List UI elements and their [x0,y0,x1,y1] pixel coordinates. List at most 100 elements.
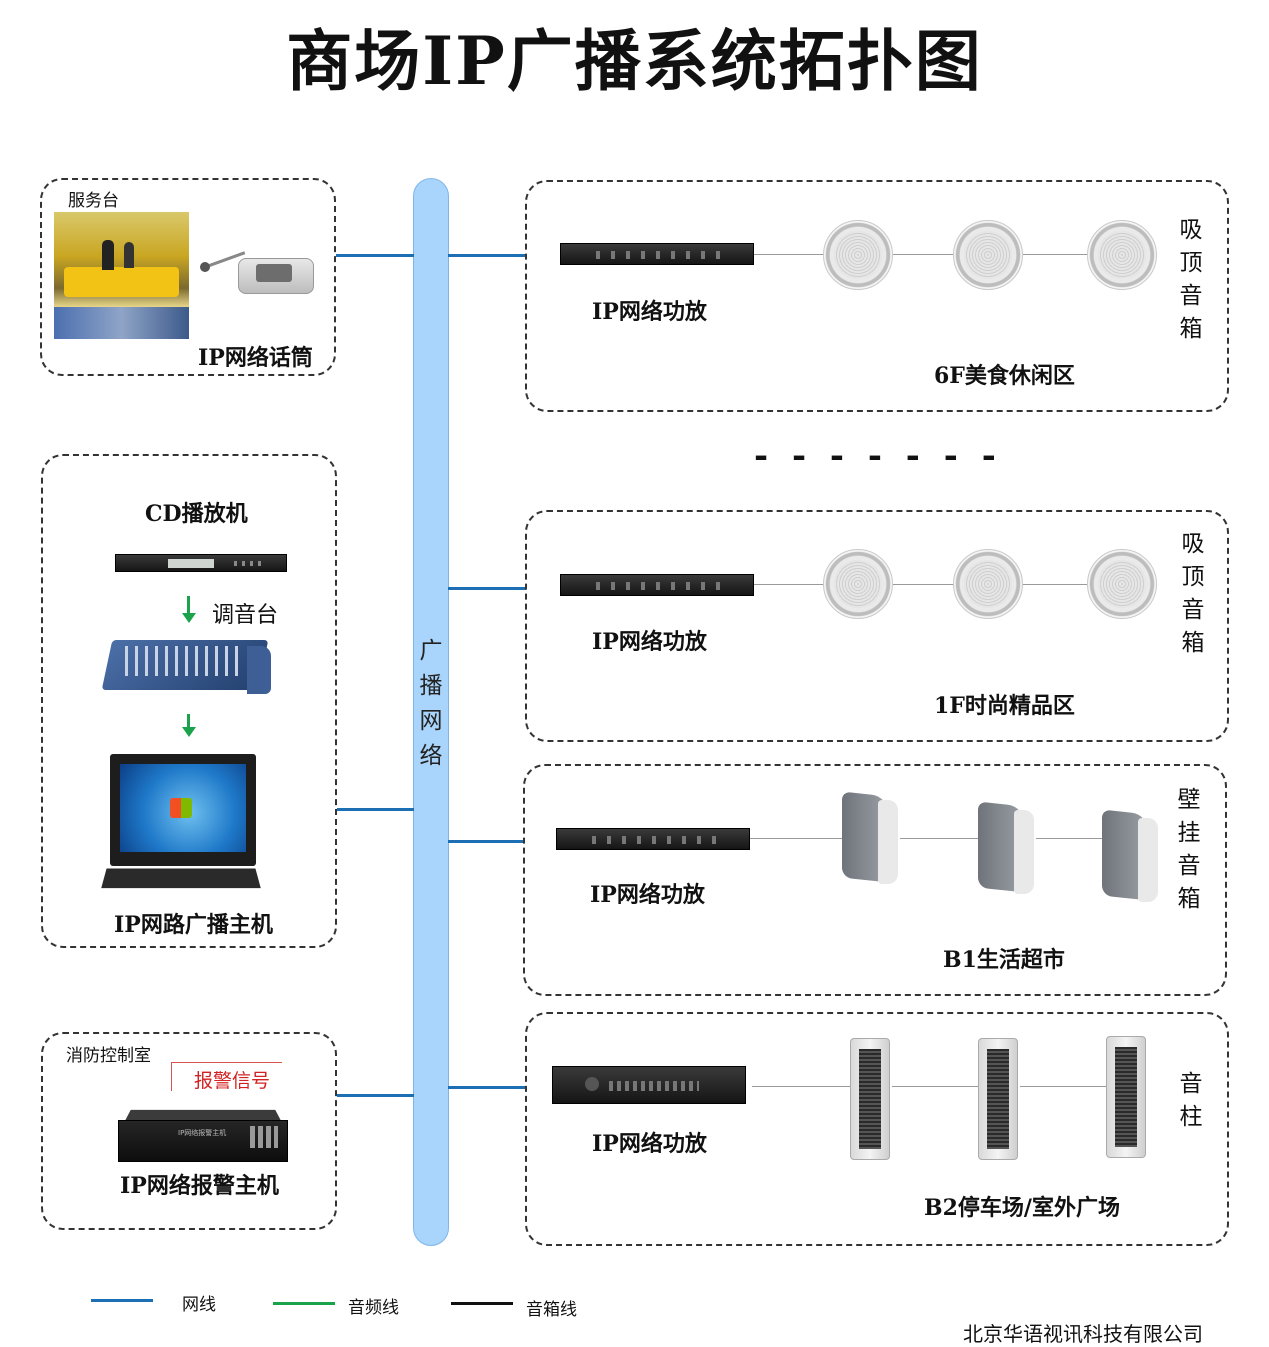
legend-speaker-line [451,1302,513,1305]
legend-speaker-label: 音箱线 [526,1300,577,1320]
speaker-line [893,584,954,585]
ceiling-speaker-icon [823,549,893,619]
network-amplifier-icon [552,1066,746,1104]
zone-name: 6F美食休闲区 [934,363,1075,389]
network-microphone-label: IP网络话筒 [198,345,313,371]
speaker-line [750,838,842,839]
speaker-type-char: 吸 [1179,217,1203,243]
alarm-signal-label: 报警信号 [194,1070,271,1092]
wall-speaker-icon [1102,809,1160,904]
zone-b2-group [525,1012,1229,1246]
column-speaker-icon [978,1038,1018,1160]
ceiling-speaker-icon [1087,220,1157,290]
broadcast-host-group [41,454,337,948]
zone-1f-group [525,510,1229,742]
network-line [448,1086,526,1089]
legend-audio-label: 音频线 [348,1298,399,1318]
amplifier-label: IP网络功放 [592,629,707,655]
network-microphone-icon [198,238,314,296]
speaker-line [1023,254,1087,255]
speaker-type-char: 音 [1179,283,1203,309]
bus-label-char: 广 [419,638,443,664]
service-desk-group [40,178,336,376]
zone-name: B2停车场/室外广场 [924,1195,1120,1221]
wall-speaker-icon [978,801,1036,896]
speaker-type-label: 壁 挂 音 箱 [1174,784,1204,916]
network-amplifier-icon [556,828,750,850]
speaker-type-char: 音 [1177,853,1201,879]
zone-name: B1生活超市 [943,947,1065,973]
legend-network-line [91,1299,153,1302]
bus-label-char: 播 [419,673,443,699]
network-amplifier-icon [560,243,754,265]
network-amplifier-icon [560,574,754,596]
network-line [448,254,526,257]
bus-label-char: 络 [419,743,443,769]
speaker-type-char: 柱 [1179,1104,1203,1130]
speaker-type-char: 箱 [1179,316,1203,342]
mixer-icon [101,632,271,698]
audio-arrow-head [182,613,196,623]
legend-audio-line [273,1302,335,1305]
mixer-label: 调音台 [212,603,279,628]
speaker-line [900,838,978,839]
speaker-line [754,254,824,255]
amplifier-label: IP网络功放 [592,1131,707,1157]
audio-arrow-shaft [187,596,190,614]
service-desk-photo [54,212,189,339]
audio-arrow-head [182,727,196,737]
company-name: 北京华语视讯科技有限公司 [963,1322,1203,1346]
speaker-type-char: 顶 [1179,250,1203,276]
ceiling-speaker-icon [953,220,1023,290]
wall-speaker-icon [842,791,900,886]
column-speaker-icon [1106,1036,1146,1158]
speaker-line [1036,838,1102,839]
zone-b1-group [523,764,1227,996]
amplifier-label: IP网络功放 [590,882,705,908]
zone-name: 1F时尚精品区 [934,693,1075,719]
speaker-type-char: 箱 [1177,886,1201,912]
alarm-host-label: IP网络报警主机 [120,1173,279,1199]
speaker-type-char: 挂 [1177,820,1201,846]
speaker-line [752,1086,850,1087]
speaker-type-char: 音 [1179,1071,1203,1097]
network-line [337,808,414,811]
amplifier-label: IP网络功放 [592,299,707,325]
fire-control-caption: 消防控制室 [66,1046,151,1066]
cd-player-label: CD播放机 [145,501,248,527]
speaker-type-char: 吸 [1181,531,1205,557]
speaker-type-label: 吸 顶 音 箱 [1176,214,1206,346]
bus-label: 广 播 网 络 [414,634,448,774]
ceiling-speaker-icon [823,220,893,290]
speaker-type-char: 壁 [1177,787,1201,813]
network-line [448,587,526,590]
broadcast-network-bus: 广 播 网 络 [413,178,449,1246]
ceiling-speaker-icon [953,549,1023,619]
network-line [448,840,524,843]
speaker-type-char: 音 [1181,597,1205,623]
alarm-host-panel-text: IP网络报警主机 [178,1129,227,1137]
network-line [336,254,414,257]
column-speaker-icon [850,1038,890,1160]
zone-6f-group [525,180,1229,412]
speaker-line [892,1086,978,1087]
alarm-host-icon: IP网络报警主机 [118,1108,288,1162]
bus-label-char: 网 [419,708,443,734]
service-desk-caption: 服务台 [68,191,119,211]
network-line [337,1094,414,1097]
broadcast-host-label: IP网路广播主机 [114,912,273,938]
diagram-title: 商场IP广播系统拓扑图 [286,22,983,100]
audio-arrow-shaft [187,714,190,728]
legend-network-label: 网线 [182,1295,216,1315]
fire-control-group [41,1032,337,1230]
speaker-type-label: 吸 顶 音 箱 [1178,528,1208,660]
cd-player-icon [115,554,287,572]
speaker-line [754,584,824,585]
alarm-signal-bracket [171,1062,282,1091]
speaker-type-char: 顶 [1181,564,1205,590]
speaker-line [893,254,954,255]
speaker-type-char: 箱 [1181,630,1205,656]
speaker-line [1020,1086,1106,1087]
broadcast-host-computer-icon [101,754,261,894]
ceiling-speaker-icon [1087,549,1157,619]
